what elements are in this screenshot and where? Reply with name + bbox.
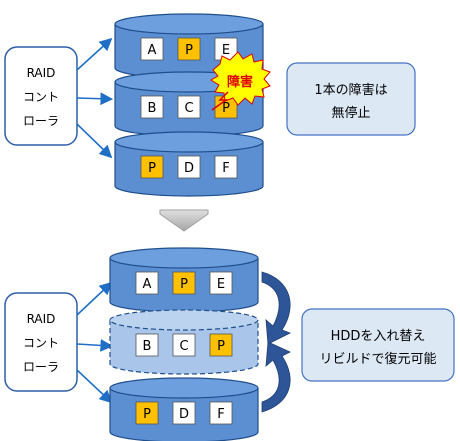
block-label: A <box>143 277 152 292</box>
transition-arrow <box>159 209 209 232</box>
block-label: B <box>143 339 152 354</box>
bottom-controller-line-3: ローラ <box>23 360 59 374</box>
top-callout-line-1: 1本の障害は <box>314 82 387 98</box>
block-label: C <box>184 101 193 116</box>
bottom-disks: A P E B C P P D F <box>109 247 259 441</box>
bottom-controller-line-1: RAID <box>27 312 56 326</box>
block-label: P <box>217 339 225 354</box>
top-arrow-disk-3 <box>76 123 113 159</box>
block-label: P <box>222 101 230 116</box>
top-callout-line-2: 無停止 <box>331 105 370 121</box>
block-d <box>177 155 201 179</box>
block-label: B <box>148 101 157 116</box>
block-e <box>209 271 233 295</box>
top-controller-line-1: RAID <box>27 66 56 80</box>
top-arrow-disk-2 <box>76 92 114 106</box>
bottom-callout-line-1: HDDを入れ替え <box>331 329 426 344</box>
block-label: F <box>217 407 224 422</box>
bottom-arrow-disk-3 <box>76 369 113 404</box>
block-f <box>209 401 233 425</box>
disk-top <box>109 377 259 399</box>
block-p-parity <box>140 155 164 179</box>
bottom-controller-line-2: コント <box>23 336 59 350</box>
block-p-parity <box>135 401 159 425</box>
block-label: P <box>180 277 188 292</box>
top-controller-line-2: コント <box>23 90 59 104</box>
block-a <box>135 271 159 295</box>
block-label: F <box>222 161 229 176</box>
block-label: D <box>179 407 189 422</box>
bottom-callout-line-2: リビルドで復元可能 <box>319 351 436 367</box>
block-p-parity <box>177 37 201 61</box>
block-label: E <box>222 43 230 58</box>
block-label: D <box>184 161 194 176</box>
block-label: E <box>217 277 225 292</box>
rebuild-arrows <box>261 271 291 413</box>
bottom-connector-arrows <box>76 281 114 404</box>
block-f <box>214 155 238 179</box>
block-label: P <box>143 407 151 422</box>
rebuild-arrow-from-bottom <box>261 341 291 413</box>
block-c <box>177 95 201 119</box>
top-callout: 1本の障害は 無停止 <box>286 62 416 136</box>
block-label: C <box>179 339 188 354</box>
block-d <box>172 401 196 425</box>
top-controller: RAID コント ローラ <box>4 46 78 146</box>
disk-top <box>114 131 264 153</box>
block-c <box>172 333 196 357</box>
bottom-controller: RAID コント ローラ <box>4 292 78 392</box>
block-p-parity <box>172 271 196 295</box>
failure-bolt-icon <box>211 91 229 111</box>
bottom-callout: HDDを入れ替え リビルドで復元可能 <box>301 308 455 382</box>
top-controller-line-3: ローラ <box>23 114 59 128</box>
block-b <box>135 333 159 357</box>
disk-top <box>109 309 259 331</box>
disk-top <box>114 13 264 35</box>
rebuild-arrow-from-top <box>261 271 291 345</box>
bottom-arrow-disk-2 <box>76 339 114 352</box>
top-disks: A P E B C P P D F <box>114 13 264 197</box>
block-a <box>140 37 164 61</box>
block-p-parity <box>209 333 233 357</box>
failure-badge: 障害 <box>210 51 271 111</box>
block-label: P <box>148 161 156 176</box>
block-label: A <box>148 43 157 58</box>
top-connector-arrows <box>76 37 114 159</box>
failure-badge-text: 障害 <box>227 74 253 90</box>
bottom-arrow-disk-1 <box>76 281 113 316</box>
block-label: P <box>185 43 193 58</box>
block-b <box>140 95 164 119</box>
disk-top <box>109 247 259 269</box>
top-arrow-disk-1 <box>76 37 113 71</box>
